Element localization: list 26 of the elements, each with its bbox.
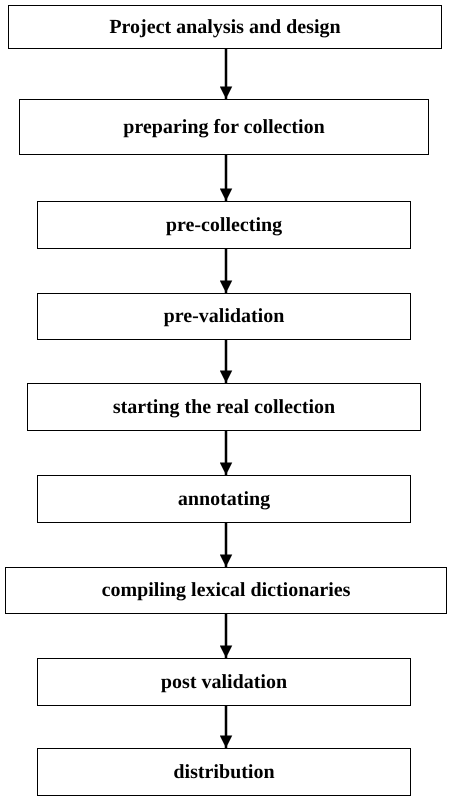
step-label: pre-validation: [164, 305, 284, 328]
arrow: [220, 614, 232, 658]
arrow: [220, 49, 232, 99]
arrow: [220, 249, 232, 293]
process-box: [19, 99, 429, 155]
process-box: [37, 475, 411, 523]
step-label: compiling lexical dictionaries: [102, 579, 350, 602]
step-label: distribution: [173, 760, 275, 784]
step-label: pre-collecting: [166, 214, 282, 236]
process-box: [37, 748, 411, 796]
step-label: preparing for collection: [123, 116, 325, 138]
process-box: [27, 383, 421, 431]
arrow: [220, 523, 232, 567]
process-box: [5, 567, 447, 614]
step-label: annotating: [178, 488, 270, 510]
step-label: post validation: [160, 670, 288, 694]
arrow: [220, 340, 232, 383]
process-box: [37, 293, 411, 340]
arrow: [220, 706, 232, 748]
process-box: [8, 5, 442, 49]
process-box: [37, 658, 411, 706]
process-box: [37, 201, 411, 249]
step-label: starting the real collection: [112, 396, 336, 418]
step-label: Project analysis and design: [109, 16, 341, 38]
arrow: [220, 431, 232, 475]
arrow: [220, 155, 232, 201]
